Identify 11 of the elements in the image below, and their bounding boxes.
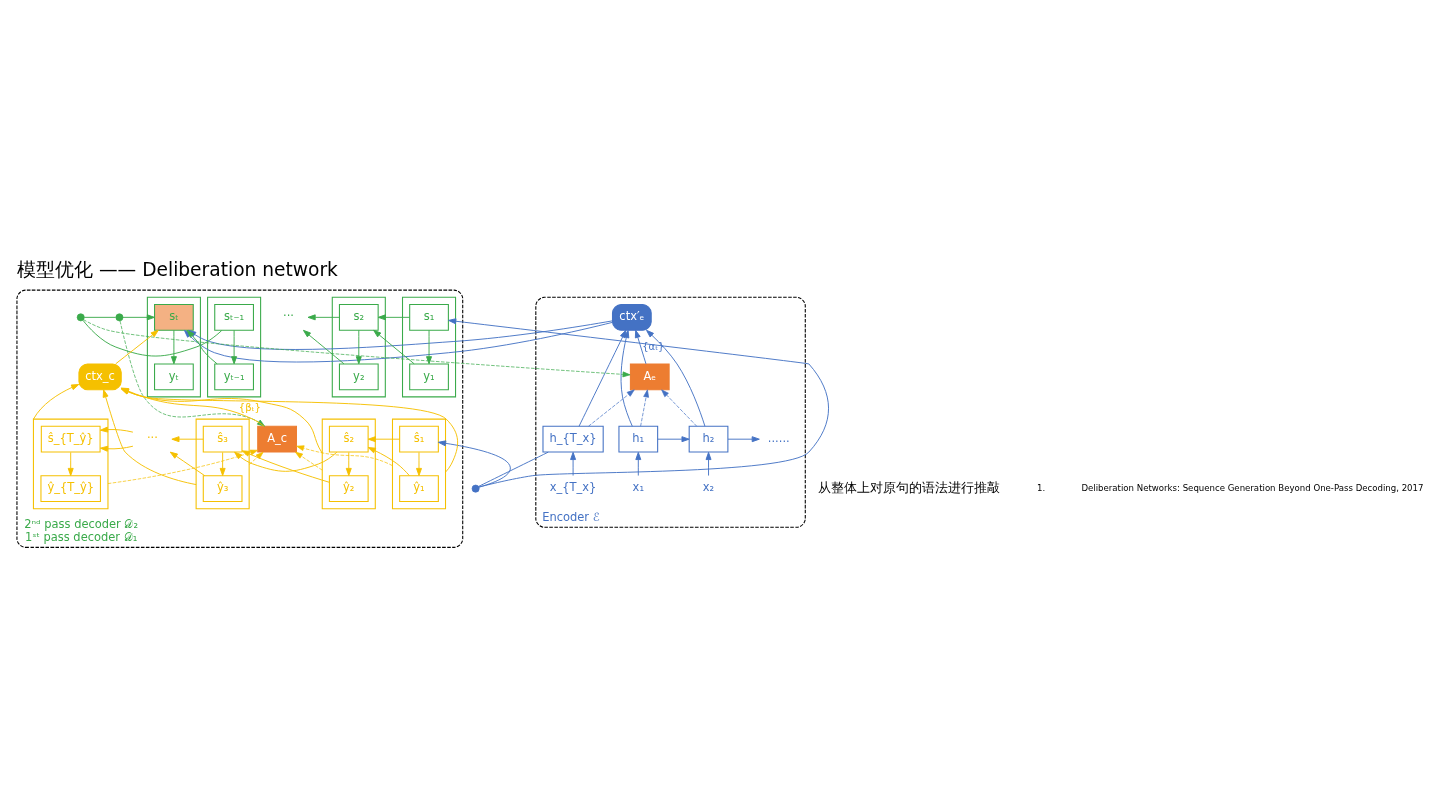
node-text: x_{T_x}: [549, 479, 597, 494]
node-text: ......: [767, 430, 790, 445]
node-text: x₂: [702, 479, 715, 494]
label: 从整体上对原句的语法进行推敲: [818, 479, 1001, 495]
edge-label: {βₜ}: [238, 401, 261, 413]
node-text: x₁: [632, 479, 644, 494]
node-text: ···: [146, 430, 158, 445]
diagram-title: 模型优化 —— Deliberation network: [17, 258, 338, 280]
label: 1.: [1036, 482, 1046, 493]
label: Deliberation Networks: Sequence Generation Beyond One-Pass Decoding, 2017: [1081, 482, 1424, 493]
node-text: ···: [283, 308, 295, 323]
